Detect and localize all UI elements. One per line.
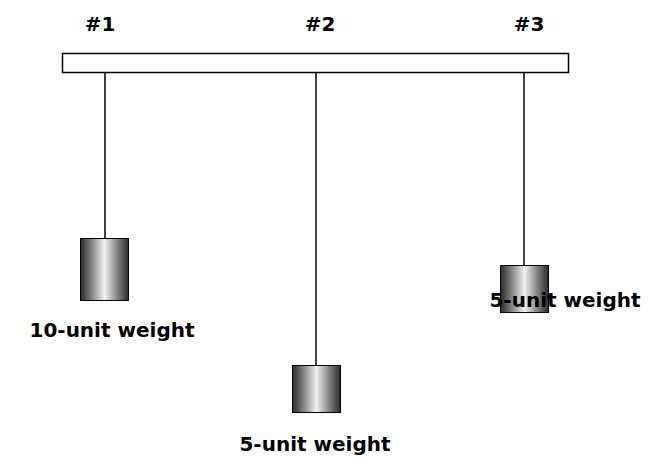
weight-label: 5-unit weight [239, 432, 390, 456]
string [104, 73, 106, 238]
weight [293, 366, 341, 413]
position-label: #3 [514, 12, 545, 36]
string [523, 73, 525, 265]
position-label: #1 [85, 12, 116, 36]
weight-label: 10-unit weight [30, 318, 195, 342]
balance-bar [63, 54, 569, 73]
weight [81, 239, 129, 301]
weight-label: 5-unit weight [489, 288, 640, 312]
string [315, 73, 317, 365]
position-label: #2 [305, 12, 336, 36]
